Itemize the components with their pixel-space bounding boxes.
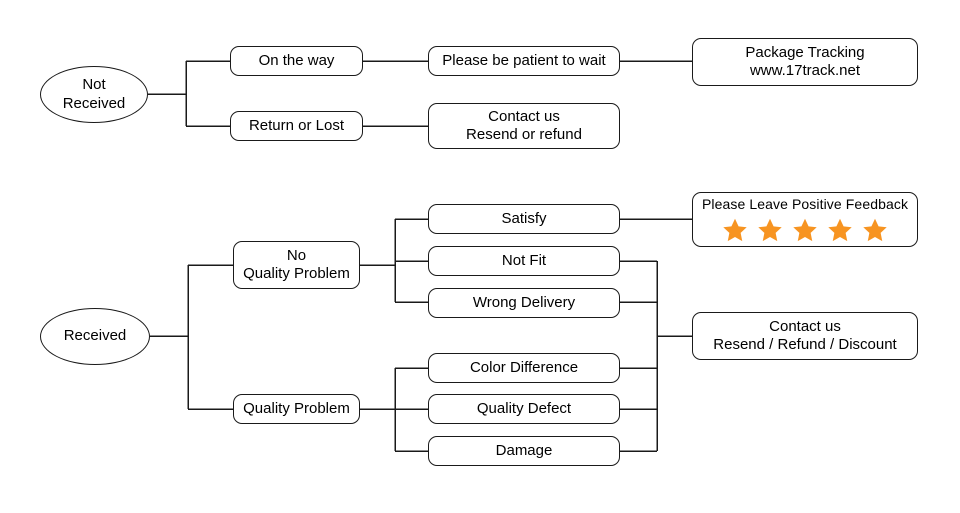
node-not-received-line-2: Received (62, 94, 126, 112)
node-on-the-way[interactable]: On the way (230, 46, 363, 76)
node-return-or-lost-label: Return or Lost (248, 116, 345, 134)
star-icon[interactable] (827, 217, 853, 243)
node-received[interactable]: Received (40, 308, 150, 365)
star-icon[interactable] (862, 217, 888, 243)
node-damage[interactable]: Damage (428, 436, 620, 466)
node-not-fit[interactable]: Not Fit (428, 246, 620, 276)
node-positive-feedback[interactable]: Please Leave Positive Feedback (692, 192, 918, 247)
node-not-received[interactable]: Not Received (40, 66, 148, 123)
star-rating[interactable] (722, 217, 888, 243)
star-icon[interactable] (722, 217, 748, 243)
node-no-quality-problem-line-2: Quality Problem (243, 265, 350, 282)
node-package-tracking[interactable]: Package Tracking www.17track.net (692, 38, 918, 86)
node-wrong-delivery-label: Wrong Delivery (472, 293, 576, 311)
node-color-difference-label: Color Difference (469, 358, 579, 376)
node-quality-defect[interactable]: Quality Defect (428, 394, 620, 424)
node-quality-problem[interactable]: Quality Problem (233, 394, 360, 424)
node-please-be-patient[interactable]: Please be patient to wait (428, 46, 620, 76)
node-please-be-patient-line-1: Please be patient to wait (442, 51, 606, 69)
node-not-received-line-1: Not (82, 76, 106, 94)
node-quality-defect-label: Quality Defect (476, 399, 572, 417)
node-wrong-delivery[interactable]: Wrong Delivery (428, 288, 620, 318)
node-on-the-way-label: On the way (258, 51, 335, 69)
node-contact-resend-refund-line-2: Resend or refund (466, 126, 582, 143)
node-positive-feedback-label: Please Leave Positive Feedback (701, 195, 909, 212)
node-satisfy-label: Satisfy (501, 209, 547, 227)
node-not-fit-label: Not Fit (501, 251, 547, 269)
node-contact-resend-refund-discount-line-1: Contact us (769, 317, 841, 335)
star-icon[interactable] (757, 217, 783, 243)
node-satisfy[interactable]: Satisfy (428, 204, 620, 234)
node-no-quality-problem-line-1: No (286, 246, 307, 264)
node-received-label: Received (63, 327, 127, 345)
node-package-tracking-url[interactable]: www.17track.net (749, 62, 861, 79)
node-return-or-lost[interactable]: Return or Lost (230, 111, 363, 141)
node-contact-resend-refund-line-1: Contact us (488, 107, 560, 125)
node-contact-resend-refund-discount-line-2: Resend / Refund / Discount (713, 336, 897, 353)
node-quality-problem-label: Quality Problem (243, 399, 350, 417)
node-no-quality-problem[interactable]: No Quality Problem (233, 241, 360, 289)
star-icon[interactable] (792, 217, 818, 243)
node-package-tracking-line-1: Package Tracking (745, 43, 865, 61)
node-damage-label: Damage (495, 441, 553, 459)
node-contact-resend-refund-discount[interactable]: Contact us Resend / Refund / Discount (692, 312, 918, 360)
node-color-difference[interactable]: Color Difference (428, 353, 620, 383)
node-contact-resend-refund[interactable]: Contact us Resend or refund (428, 103, 620, 149)
